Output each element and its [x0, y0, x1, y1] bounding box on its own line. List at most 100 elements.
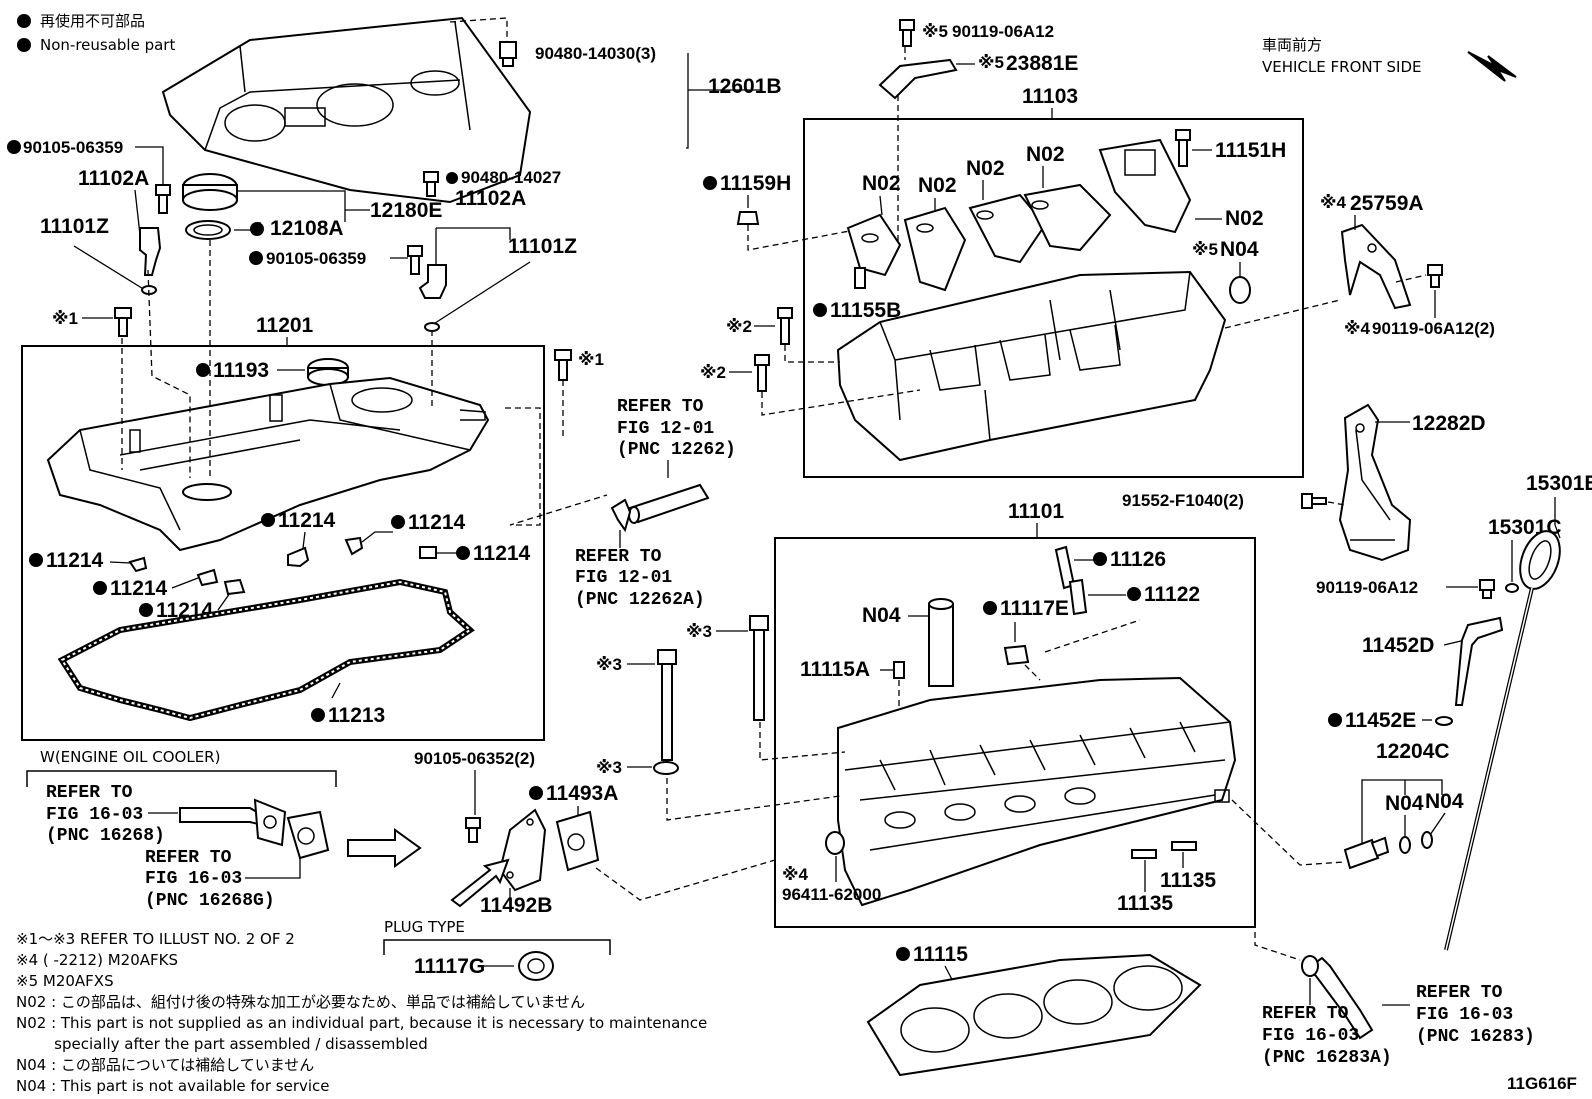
non-reusable-marker-icon: [311, 708, 325, 722]
water-bypass-cover-11492B: [498, 808, 547, 892]
clamps-11214: [128, 536, 437, 596]
part-label: N04: [1425, 790, 1464, 813]
part-label: N02: [918, 174, 957, 197]
oil-level-gauge-guide: [1454, 616, 1504, 706]
cylinder-head-gasket: [866, 953, 1202, 1077]
camshaft-bearing-caps: [846, 138, 1192, 292]
part-label: 90119-06A12: [1316, 578, 1418, 597]
non-reusable-marker-icon: [1093, 552, 1107, 566]
direction-jp: 車両前方: [1262, 36, 1322, 54]
pcv-hose: [628, 483, 710, 524]
part-label: 11214: [408, 511, 466, 534]
non-reusable-marker-icon: [983, 601, 997, 615]
part-label: 11214: [473, 542, 531, 565]
mark-label: ※4: [1320, 193, 1347, 212]
hose-clamp: [610, 498, 632, 533]
bolt-11151H: [1175, 129, 1191, 167]
part-label: 11214: [46, 549, 104, 572]
mark-label: ※2: [726, 317, 752, 336]
part-label: 11101Z: [508, 235, 577, 258]
note-line: ※1～※3 REFER TO ILLUST NO. 2 OF 2: [16, 930, 295, 948]
vehicle-front-indicator: 車両前方 VEHICLE FRONT SIDE: [1262, 36, 1517, 82]
oil-cooler-pipe: [179, 798, 287, 847]
non-reusable-marker-icon: [93, 581, 107, 595]
camshaft-position-sensor-b: [418, 264, 447, 332]
note-line: ※5 M20AFXS: [16, 972, 114, 990]
direction-en: VEHICLE FRONT SIDE: [1262, 58, 1422, 76]
part-label: N02: [862, 172, 901, 195]
non-reusable-marker-icon: [391, 515, 405, 529]
pin-11122: [1068, 578, 1088, 616]
washer-mark3: [653, 761, 679, 775]
part-label: 11122: [1144, 583, 1200, 606]
refer-line: REFER TO: [617, 397, 704, 417]
pins-11135: [1131, 841, 1197, 859]
refer-line: FIG 16-03: [46, 805, 143, 825]
non-reusable-marker-icon: [1328, 713, 1342, 727]
legend-jp: 再使用不可部品: [40, 12, 145, 30]
note-line: N02 : This part is not supplied as an in…: [16, 1014, 707, 1032]
part-label: 12282D: [1412, 412, 1486, 435]
oil-cooler-gasket: [286, 810, 330, 860]
bolt-90480-14027: [423, 171, 439, 197]
part-label: 11492B: [480, 894, 552, 917]
part-label: 11135: [1117, 892, 1173, 915]
part-label: N02: [966, 157, 1005, 180]
refer-line: REFER TO: [1262, 1004, 1349, 1024]
arrow-icon: [347, 828, 422, 868]
mark-label: ※5: [922, 22, 948, 41]
refer-line: (PNC 16268G): [145, 891, 275, 911]
part-label: 11452D: [1362, 634, 1434, 657]
plug-n04-mid: [928, 598, 954, 687]
mark-label: ※5: [978, 53, 1004, 72]
valve-cover-gasket: [57, 578, 475, 722]
part-label: 11151H: [1215, 139, 1286, 162]
mark-label: ※2: [700, 363, 726, 382]
oil-filler-cap: [182, 173, 238, 240]
bolt-90105-06359-a: [155, 184, 171, 214]
refer-line: FIG 16-03: [1416, 1005, 1513, 1025]
mark-label: ※5: [1192, 240, 1218, 259]
part-label: 90105-06359: [23, 138, 123, 157]
pin-11115A: [893, 661, 905, 679]
non-reusable-marker-icon: [456, 546, 470, 560]
part-label: 11135: [1160, 869, 1216, 892]
part-label: 11159H: [720, 172, 791, 195]
part-label: 15301B: [1526, 472, 1592, 495]
part-label: 11103: [1022, 85, 1078, 108]
refer-line: REFER TO: [46, 783, 133, 803]
oil-level-gauge: [1444, 530, 1561, 951]
bolt-90119-06A12-top: [899, 19, 915, 47]
nut-11159H: [736, 211, 760, 225]
non-reusable-marker-icon: [529, 786, 543, 800]
non-reusable-marker-icon: [17, 14, 31, 28]
legend: 再使用不可部品 Non-reusable part: [17, 12, 175, 54]
non-reusable-marker-icon: [261, 513, 275, 527]
refer-line: (PNC 12262A): [575, 590, 705, 610]
mark-label: ※3: [596, 758, 622, 777]
bolt-mark2-a: [777, 307, 793, 345]
cylinder-head-group-box: [774, 537, 1256, 928]
camshaft-position-sensor-a: [139, 227, 162, 295]
mark-label: ※4: [782, 865, 809, 884]
note-line: ※4 ( -2212) M20AFKS: [16, 951, 178, 969]
part-label: 11117G: [414, 955, 485, 978]
note-line: specially after the part assembled / dis…: [16, 1035, 428, 1053]
part-label: 90480-14027: [461, 168, 561, 187]
part-label: 90119-06A12(2): [1372, 319, 1495, 338]
mark-label: ※3: [596, 655, 622, 674]
note-line: N02 : この部品は、組付け後の特殊な加工が必要なため、単品では補給していませ…: [16, 993, 585, 1011]
bolt-90105-06352: [465, 817, 481, 843]
refer-line: FIG 12-01: [575, 568, 672, 588]
bolt-mark1-b: [554, 349, 572, 381]
part-label: N04: [1385, 792, 1424, 815]
refer-line: FIG 12-01: [617, 419, 714, 439]
non-reusable-marker-icon: [446, 172, 458, 184]
footnotes: ※1～※3 REFER TO ILLUST NO. 2 OF 2 ※4 ( -2…: [16, 930, 707, 1095]
bolt-90119-06A12-r: [1479, 579, 1495, 599]
valve-cover-group-box: [21, 345, 545, 741]
refer-line: (PNC 16283A): [1262, 1048, 1392, 1068]
part-label: 11214: [110, 577, 168, 600]
engine-cover-12601B: [161, 16, 532, 204]
